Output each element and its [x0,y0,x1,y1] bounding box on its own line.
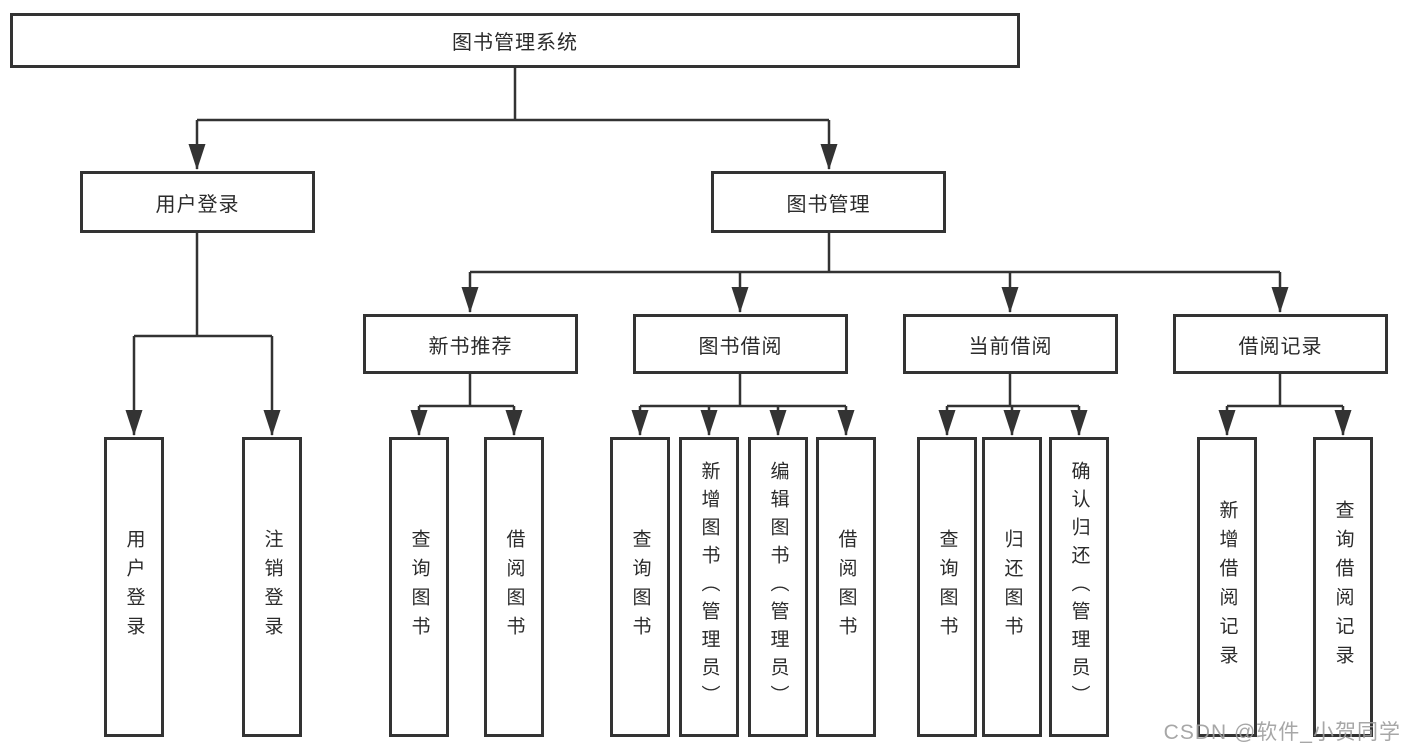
leaf-add-book-admin: 新增图书（管理员） [679,437,739,737]
leaf-user-login: 用户登录 [104,437,164,737]
leaf-add-borrow-record: 新增借阅记录 [1197,437,1257,737]
node-borrow-records: 借阅记录 [1173,314,1388,374]
watermark: CSDN @软件_小贺同学 [1163,721,1401,744]
leaf-query-books-recommend: 查询图书 [389,437,449,737]
node-book-management: 图书管理 [711,171,946,233]
leaf-query-books-borrow: 查询图书 [610,437,670,737]
node-root: 图书管理系统 [10,13,1020,68]
tree-branch-lines [134,68,1343,408]
leaf-query-borrow-record: 查询借阅记录 [1313,437,1373,737]
node-book-borrow: 图书借阅 [633,314,848,374]
leaf-confirm-return-admin: 确认归还（管理员） [1049,437,1109,737]
leaf-borrow-books-recommend: 借阅图书 [484,437,544,737]
node-current-borrow: 当前借阅 [903,314,1118,374]
leaf-logout: 注销登录 [242,437,302,737]
leaf-return-book: 归还图书 [982,437,1042,737]
leaf-edit-book-admin: 编辑图书（管理员） [748,437,808,737]
leaf-borrow-books-borrow: 借阅图书 [816,437,876,737]
leaf-query-books-current: 查询图书 [917,437,977,737]
node-user-login: 用户登录 [80,171,315,233]
node-new-book-recommend: 新书推荐 [363,314,578,374]
